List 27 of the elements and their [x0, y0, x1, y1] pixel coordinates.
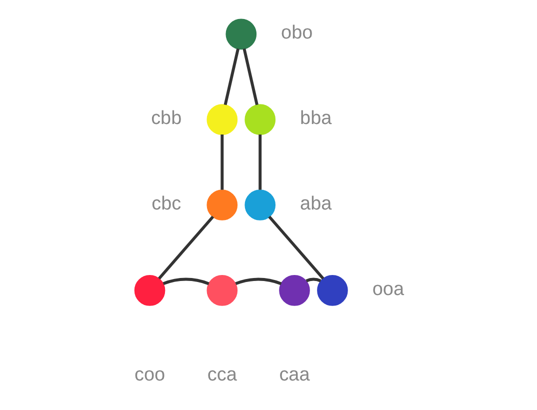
- connector: [157, 216, 214, 280]
- connector: [268, 216, 324, 280]
- node-circle: [244, 104, 276, 135]
- node-label: caa: [278, 364, 310, 386]
- node-circle: [225, 18, 256, 50]
- node-label: cca: [206, 364, 236, 386]
- node-circle: [134, 275, 165, 306]
- connector: [162, 278, 209, 286]
- connector: [305, 278, 321, 282]
- node-label: obo: [280, 22, 312, 44]
- connector: [220, 134, 224, 190]
- node-circle: [278, 275, 310, 306]
- node-label: ooa: [372, 278, 404, 300]
- connector: [223, 48, 240, 106]
- node-label: bba: [300, 108, 332, 130]
- node-label: cbb: [150, 108, 182, 130]
- node-circle: [206, 275, 238, 306]
- node-circle: [244, 190, 276, 220]
- node-label: aba: [300, 194, 332, 215]
- node-circle: [206, 190, 238, 220]
- node-label: coo: [134, 364, 165, 386]
- node-label: cbc: [151, 194, 181, 215]
- connector: [258, 134, 262, 190]
- node-circle: [316, 275, 348, 306]
- connector: [242, 48, 258, 106]
- connector: [234, 278, 282, 286]
- node-circle: [206, 104, 238, 135]
